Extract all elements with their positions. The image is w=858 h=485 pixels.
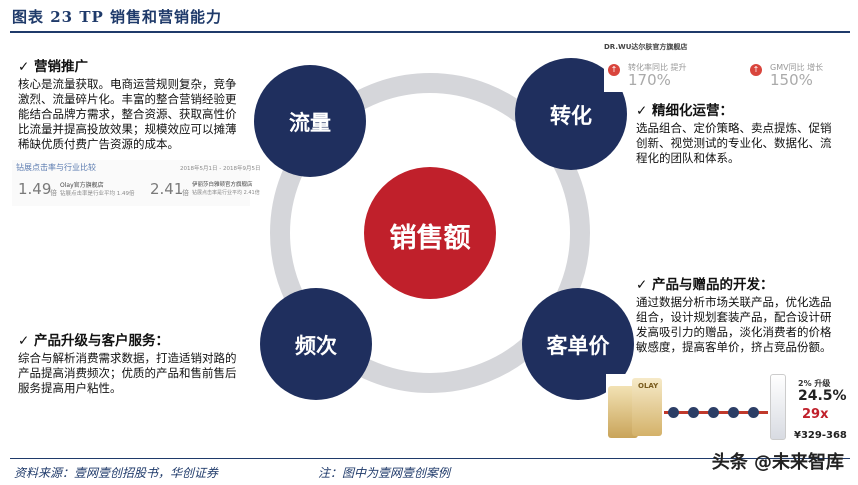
process-step (688, 407, 699, 418)
price-range: ¥329-368 (794, 430, 847, 441)
node-circle-frequency (260, 288, 372, 400)
thumb-ctr-name-1: Olay官方旗舰店 (60, 182, 104, 189)
thumb-products: OLAY 2% 升级 24.5% 29x ¥329-368 (606, 374, 847, 446)
node-label-conversion: 转化 (550, 104, 592, 128)
thumb-ctr-unit-1: 倍 (50, 189, 57, 197)
process-step (748, 407, 759, 418)
diagram-ring (270, 73, 590, 393)
block-gifts-body: 通过数据分析市场关联产品，优化选品组合，设计规划套装产品，配合设计研发高吸引力的… (636, 295, 832, 354)
thumb-drwu-title: DR.WU达尔肤官方旗舰店 (604, 43, 688, 51)
thumb-ctr-note-2: 钻展点击率是行业平均 2.41倍 (192, 190, 260, 196)
header: 图表 23 TP 销售和营销能力 (0, 0, 858, 34)
thumb-drwu: DR.WU达尔肤官方旗舰店 ↑ 转化率同比 提升 170% ↑ GMV同比 增长… (604, 40, 844, 92)
arrow-up-icon: ↑ (608, 64, 620, 76)
thumb-ctr-unit-2: 倍 (182, 189, 189, 197)
block-marketing-body: 核心是流量获取。电商运营规则复杂，竞争激烈、流量碎片化。丰富的整合营销经验更能结… (18, 77, 237, 151)
thumb-drwu-metric1-label: 转化率同比 提升 (628, 63, 687, 72)
node-label-traffic: 流量 (289, 111, 331, 135)
product-jar-image (632, 378, 662, 436)
footer-note: 注：图中为壹网壹创案例 (318, 466, 451, 480)
product-brand: OLAY (638, 382, 659, 390)
footer: 资料来源：壹网壹创招股书，华创证券 注：图中为壹网壹创案例 (0, 456, 858, 485)
thumb-ctr-name-2: 伊丽莎白雅顿官方旗舰店 (192, 182, 253, 188)
product-bottle-image (770, 374, 786, 440)
watermark: 头条 @未来智库 (711, 452, 844, 473)
price-low: 29x (802, 407, 829, 422)
price-percent: 24.5% (798, 388, 847, 404)
block-marketing: ✓ 营销推广 核心是流量获取。电商运营规则复杂，竞争激烈、流量碎片化。丰富的整合… (18, 60, 246, 152)
block-gifts-title: ✓ 产品与赠品的开发： (636, 277, 774, 293)
footer-divider (10, 458, 850, 459)
process-step (728, 407, 739, 418)
node-circle-conversion (515, 58, 627, 170)
node-label-basket: 客单价 (546, 334, 610, 358)
figure-title: 图表 23 TP 销售和营销能力 (12, 8, 222, 26)
thumb-ctr-value-2: 2.41 (150, 180, 184, 198)
block-operations-body: 选品组合、定价策略、卖点提炼、促销创新、视觉测试的专业化、数据化、流程化的团队和… (636, 121, 832, 165)
thumb-ctr-value-1: 1.49 (18, 180, 52, 198)
thumb-ctr-date: 2018年5月1日 - 2018年9月5日 (180, 166, 261, 172)
node-label-frequency: 频次 (295, 334, 337, 358)
block-gifts: ✓ 产品与赠品的开发： 通过数据分析市场关联产品，优化选品组合，设计规划套装产品… (636, 278, 834, 355)
node-circle-traffic (254, 65, 366, 177)
center-label: 销售额 (389, 223, 471, 254)
block-upgrade-body: 综合与解析消费需求数据，打造适销对路的产品提高消费频次；优质的产品和售前售后服务… (18, 351, 237, 395)
thumb-ctr-note-1: 钻展点击率是行业平均 1.49倍 (60, 191, 135, 197)
thumb-ctr-title: 钻展点击率与行业比较 (16, 163, 96, 172)
thumb-drwu-metric2-label: GMV同比 增长 (770, 63, 824, 72)
header-divider (10, 31, 850, 33)
arrow-up-icon: ↑ (750, 64, 762, 76)
block-upgrade: ✓ 产品升级与客户服务： 综合与解析消费需求数据，打造适销对路的产品提高消费频次… (18, 334, 246, 396)
block-marketing-title: ✓ 营销推广 (18, 59, 89, 75)
process-step (708, 407, 719, 418)
thumb-drwu-metric2-value: 150% (770, 71, 813, 89)
thumb-ctr: 钻展点击率与行业比较 2018年5月1日 - 2018年9月5日 1.49 倍 … (12, 160, 260, 206)
process-step (668, 407, 679, 418)
block-upgrade-title: ✓ 产品升级与客户服务： (18, 333, 170, 349)
price-discount: 2% 升级 (798, 379, 831, 388)
block-operations-title: ✓ 精细化运营： (636, 103, 734, 119)
footer-source: 资料来源：壹网壹创招股书，华创证券 (14, 466, 219, 480)
block-operations: ✓ 精细化运营： 选品组合、定价策略、卖点提炼、促销创新、视觉测试的专业化、数据… (636, 104, 836, 166)
thumb-drwu-metric1-value: 170% (628, 71, 671, 89)
center-circle (364, 167, 496, 299)
node-circle-basket (522, 288, 634, 400)
